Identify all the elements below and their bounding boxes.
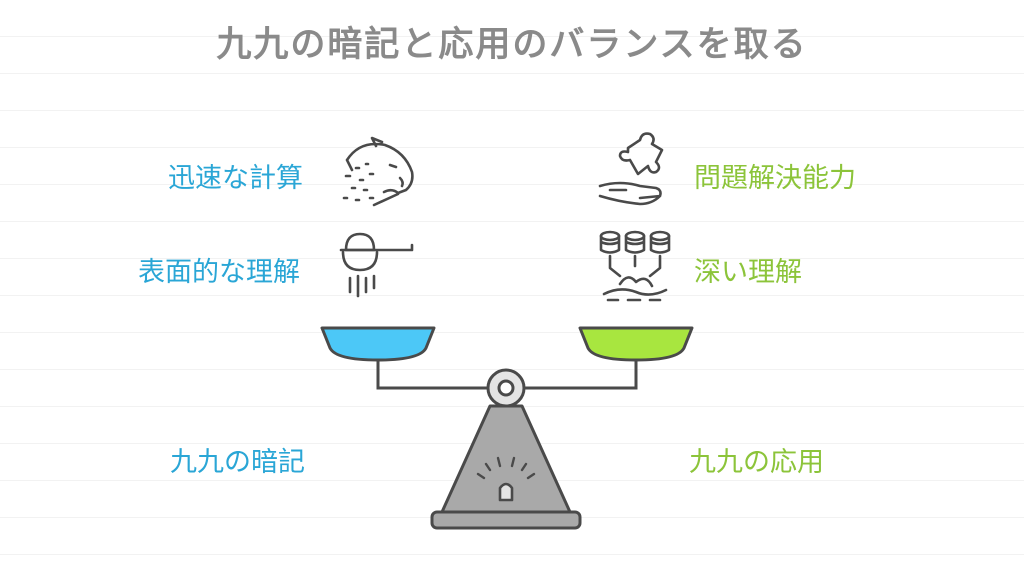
gears-digging-icon [599, 230, 671, 302]
left-base-label: 九九の暗記 [170, 447, 305, 478]
right-item-label-0: 問題解決能力 [694, 163, 856, 194]
left-item-label-1: 表面的な理解 [138, 257, 300, 288]
sieve-icon [339, 232, 414, 298]
page-title: 九九の暗記と応用のバランスを取る [216, 25, 808, 65]
right-base-label: 九九の応用 [689, 447, 824, 478]
scale [320, 326, 694, 530]
left-item-label-0: 迅速な計算 [168, 163, 303, 194]
right-pan [578, 326, 694, 362]
cheetah-icon [342, 136, 414, 207]
left-pan [320, 326, 436, 362]
right-item-label-1: 深い理解 [694, 257, 802, 288]
puzzle-hand-icon [598, 132, 664, 206]
